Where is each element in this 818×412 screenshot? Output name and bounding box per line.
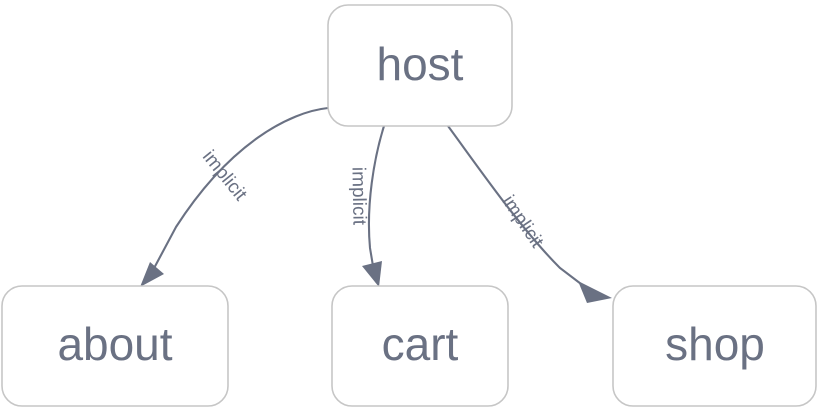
node-host-box — [327, 4, 513, 127]
edge-host-shop-label: implicit — [497, 192, 547, 252]
node-about[interactable]: about — [1, 285, 229, 407]
node-group: host about cart shop — [1, 4, 817, 407]
edge-host-cart[interactable]: implicit — [347, 124, 386, 287]
edge-host-about[interactable]: implicit — [140, 106, 330, 287]
edge-host-shop[interactable]: implicit — [446, 124, 612, 303]
edge-host-about-label: implicit — [198, 147, 251, 206]
node-cart[interactable]: cart — [331, 285, 509, 407]
edge-host-cart-path — [367, 124, 386, 274]
node-shop-label: shop — [665, 318, 765, 370]
node-cart-label: cart — [382, 318, 459, 370]
edge-host-about-path — [150, 106, 330, 274]
node-host-label: host — [377, 38, 464, 90]
node-host[interactable]: host — [327, 4, 513, 127]
node-cart-box — [331, 285, 509, 407]
edge-host-shop-arrowhead — [578, 281, 612, 303]
node-shop[interactable]: shop — [612, 285, 817, 407]
edge-host-cart-label: implicit — [347, 167, 369, 226]
node-about-label: about — [57, 318, 172, 370]
node-about-box — [1, 285, 229, 407]
edge-host-shop-path — [446, 124, 587, 289]
edge-group: implicit implicit implicit — [140, 106, 612, 303]
edge-host-cart-arrowhead — [362, 261, 382, 287]
node-shop-box — [612, 285, 817, 407]
edge-host-about-arrowhead — [140, 262, 164, 287]
